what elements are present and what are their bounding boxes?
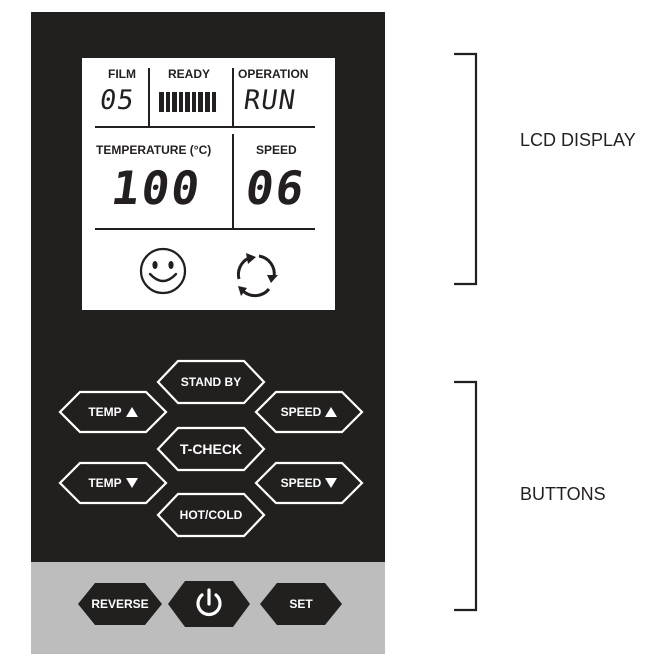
operation-value: RUN	[241, 85, 298, 116]
lcd-divider-row2	[95, 228, 315, 230]
set-label: SET	[289, 597, 313, 611]
set-button[interactable]: SET	[259, 582, 343, 626]
speed-up-button[interactable]: SPEED	[254, 389, 364, 435]
lcd-divider-row1	[95, 126, 315, 128]
lcd-divider-film-ready	[148, 68, 150, 126]
ready-segment	[159, 92, 164, 112]
operation-label: OPERATION	[238, 67, 309, 81]
triangle-down-icon	[125, 478, 138, 488]
reverse-label: REVERSE	[91, 597, 149, 611]
ready-segment	[198, 92, 203, 112]
power-icon	[196, 588, 222, 617]
reverse-button[interactable]: REVERSE	[77, 582, 163, 626]
temp-down-label: TEMP	[88, 476, 122, 490]
ready-segment	[172, 92, 177, 112]
power-button[interactable]	[167, 580, 251, 628]
ready-segment	[165, 92, 171, 112]
lcd-display-annotation: LCD DISPLAY	[520, 130, 636, 150]
temp-up-label: TEMP	[88, 405, 122, 419]
hot-cold-button[interactable]: HOT/COLD	[156, 491, 266, 539]
tcheck-button[interactable]: T-CHECK	[156, 425, 266, 473]
buttons-bracket	[454, 380, 478, 612]
speed-label: SPEED	[256, 143, 297, 157]
speed-value: 06	[242, 161, 310, 215]
triangle-up-icon	[325, 407, 338, 417]
speed-up-label: SPEED	[280, 405, 322, 419]
speed-down-label: SPEED	[280, 476, 322, 490]
lcd-display-bracket	[454, 52, 478, 286]
smiley-face-icon	[139, 247, 187, 295]
tcheck-label: T-CHECK	[179, 441, 243, 457]
film-value: 05	[97, 85, 137, 116]
ready-label: READY	[168, 67, 211, 81]
lcd-divider-ready-operation	[232, 68, 234, 126]
ready-segment	[178, 92, 184, 112]
triangle-down-icon	[325, 478, 338, 488]
temperature-label: TEMPERATURE (°C)	[96, 143, 212, 157]
ready-segment	[204, 92, 210, 112]
hot-cold-label: HOT/COLD	[179, 508, 243, 522]
triangle-up-icon	[125, 407, 138, 417]
lcd-divider-temp-speed	[232, 134, 234, 228]
ready-segment	[185, 92, 190, 112]
temp-up-button[interactable]: TEMP	[58, 389, 168, 435]
film-label: FILM	[108, 67, 136, 81]
speed-down-button[interactable]: SPEED	[254, 460, 364, 506]
temperature-value: 100	[108, 161, 205, 215]
ready-level-bar	[159, 92, 217, 112]
rotation-arrows-icon	[236, 253, 278, 298]
standby-label: STAND BY	[180, 375, 242, 389]
ready-segment	[191, 92, 197, 112]
temp-down-button[interactable]: TEMP	[58, 460, 168, 506]
ready-segment	[211, 92, 217, 112]
standby-button[interactable]: STAND BY	[156, 358, 266, 406]
buttons-annotation: BUTTONS	[520, 484, 606, 504]
